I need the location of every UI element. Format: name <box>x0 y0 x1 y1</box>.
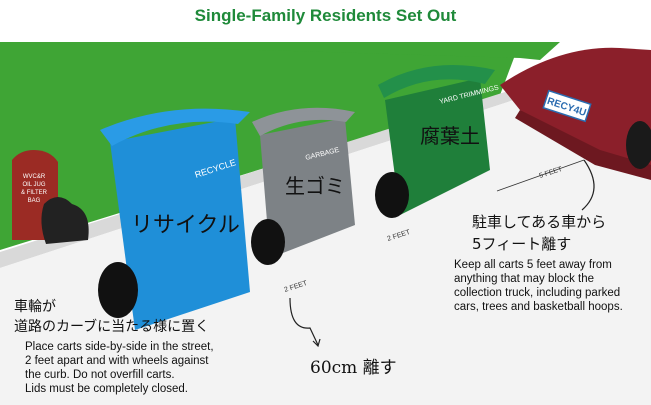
yard-bag-label-3: & FILTER <box>21 190 48 196</box>
left-instruction-line: Lids must be completely closed. <box>25 383 188 395</box>
yard-bag-label-2: OIL JUG <box>22 182 45 188</box>
street <box>0 98 651 405</box>
cart-setout-illustration: WVC&R OIL JUG & FILTER BAG RECY4U YARD T… <box>0 42 651 405</box>
recycle-cart: RECYCLE <box>98 108 250 330</box>
black-bag <box>41 197 89 244</box>
recycle-jp-label: リサイクル <box>131 213 240 238</box>
wheels-jp-label-2: 道路のカーブに当たる様に置く <box>14 319 210 335</box>
wheels-jp-label-1: 車輪が <box>14 299 56 315</box>
truck: RECY4U <box>500 47 651 180</box>
yard-bag-label-1: WVC&R <box>23 174 46 180</box>
right-instruction-line: Keep all carts 5 feet away from <box>454 259 612 271</box>
yard-bag-label-4: BAG <box>28 198 41 204</box>
left-instructions: Place carts side-by-side in the street, … <box>25 340 214 396</box>
gap-measure-line <box>496 159 585 192</box>
gap-jp-label: 60cm 離す <box>310 358 397 378</box>
truck-arrow <box>581 159 595 211</box>
page-title: Single-Family Residents Set Out <box>194 6 457 25</box>
right-instructions: Keep all carts 5 feet away from anything… <box>454 258 623 314</box>
right-instruction-line: cars, trees and basketball hoops. <box>454 301 623 313</box>
left-instruction-line: 2 feet apart and with wheels against <box>25 355 209 367</box>
left-instruction-line: Place carts side-by-side in the street, <box>25 341 214 353</box>
right-instruction-line: anything that may block the <box>454 273 594 285</box>
truck-jp-label-1: 駐車してある車から <box>472 213 607 231</box>
truck-jp-label-2: 5フィート離す <box>472 235 572 253</box>
grass-far <box>0 42 560 60</box>
yard-cart: YARD TRIMMINGS <box>375 65 500 218</box>
right-instruction-line: collection truck, including parked <box>454 287 621 299</box>
garbage-cart: GARBAGE <box>251 107 355 265</box>
gap-arrow <box>289 297 319 346</box>
left-instruction-line: the curb. Do not overfill carts. <box>25 369 175 381</box>
yard-jp-label: 腐葉土 <box>420 124 480 148</box>
gap-arrow-head <box>312 338 321 348</box>
garbage-jp-label: 生ゴミ <box>285 174 345 198</box>
